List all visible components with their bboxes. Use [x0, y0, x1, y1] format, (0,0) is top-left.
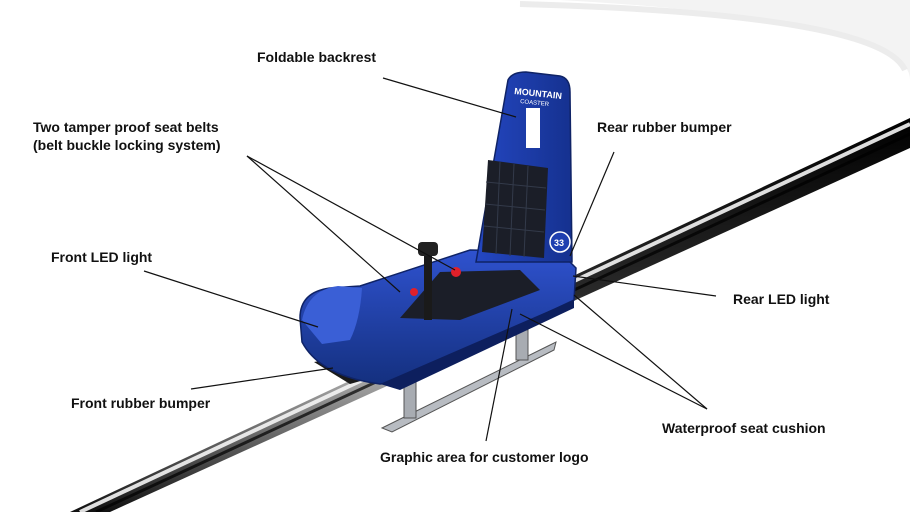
- red-led-lower: [410, 288, 418, 296]
- seat-brand-line1: MOUNTAIN: [514, 86, 563, 101]
- label-front-led-light: Front LED light: [51, 249, 153, 265]
- label-seat-belts-line1: Two tamper proof seat belts: [33, 119, 219, 135]
- seat-number: 33: [554, 238, 564, 248]
- label-foldable-backrest: Foldable backrest: [257, 49, 377, 65]
- seat-brand-line2: COASTER: [520, 99, 550, 108]
- callout-leader-lines: [143, 77, 717, 442]
- label-rear-led-light: Rear LED light: [733, 291, 830, 307]
- label-seat-belts: Two tamper proof seat belts (belt buckle…: [33, 118, 221, 154]
- label-graphic-area: Graphic area for customer logo: [380, 449, 589, 465]
- label-rear-rubber-bumper: Rear rubber bumper: [597, 119, 732, 135]
- background-arc: [519, 1, 908, 72]
- seat-body: [299, 249, 577, 390]
- label-front-rubber-bumper: Front rubber bumper: [71, 395, 211, 411]
- seat-number-circle: [549, 231, 571, 253]
- foldable-backrest-shape: [475, 71, 573, 263]
- label-seat-belts-line2: (belt buckle locking system): [33, 137, 221, 153]
- label-waterproof-seat-cushion: Waterproof seat cushion: [662, 420, 826, 436]
- background-swoosh: [560, 0, 910, 80]
